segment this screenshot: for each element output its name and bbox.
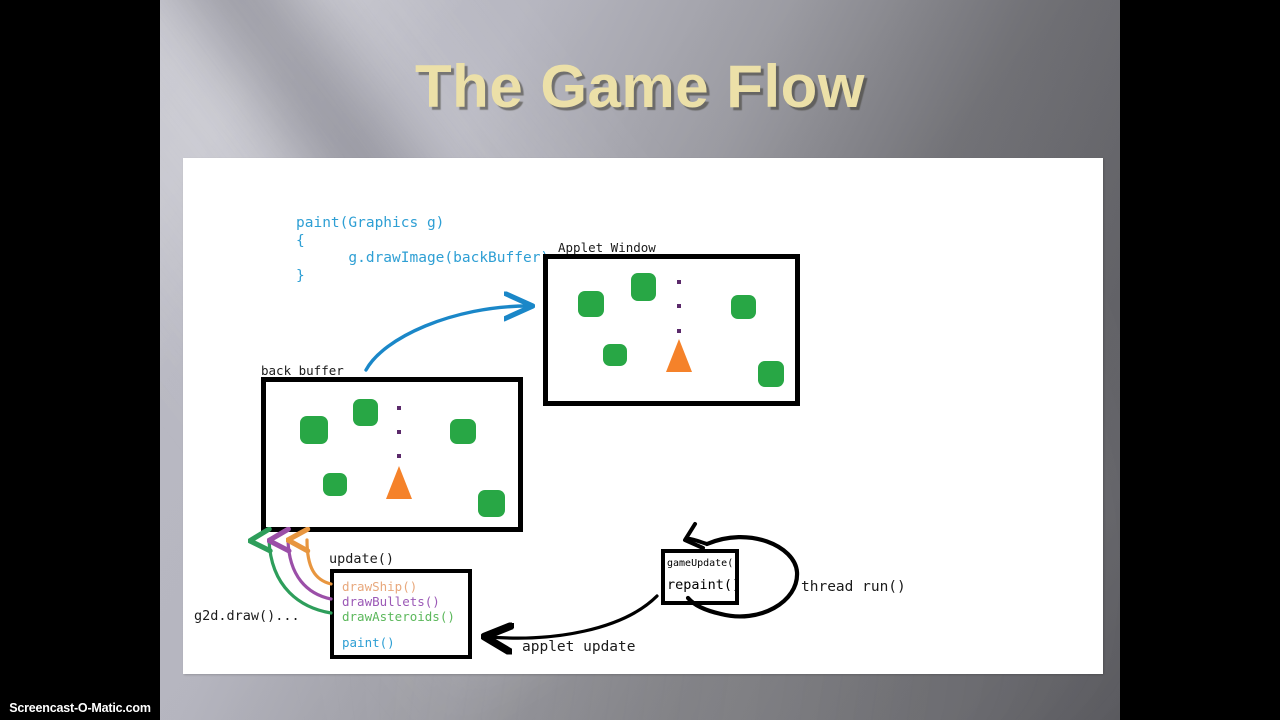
asteroid-shape xyxy=(353,399,378,426)
asteroid-shape xyxy=(758,361,784,387)
applet-update-arrow xyxy=(489,594,659,638)
asteroid-shape xyxy=(731,295,756,319)
update-line-spacer xyxy=(342,624,468,635)
back-buffer-canvas xyxy=(261,377,523,532)
bullet-shape xyxy=(397,454,401,458)
applet-update-label: applet update xyxy=(522,639,636,655)
asteroid-shape xyxy=(450,419,476,444)
thread-run-label: thread run() xyxy=(801,579,906,595)
paint-method-code: paint(Graphics g) { g.drawImage(backBuff… xyxy=(296,215,558,284)
back-buffer-to-applet-arrow xyxy=(364,306,528,372)
asteroid-shape xyxy=(603,344,627,366)
asteroid-shape xyxy=(578,291,604,317)
ship-shape xyxy=(666,339,692,372)
draw-asteroids-arrow xyxy=(269,540,333,615)
draw-bullets-arrow xyxy=(288,540,333,601)
repaint-line: repaint() xyxy=(667,577,739,593)
bullet-shape xyxy=(397,406,401,410)
slide-content-panel: paint(Graphics g) { g.drawImage(backBuff… xyxy=(183,158,1103,674)
presentation-slide: The Game Flow paint(Graphics g) { g.draw… xyxy=(160,0,1120,720)
thread-run-loop-entry xyxy=(684,536,709,546)
game-update-line: gameUpdate() xyxy=(667,558,739,569)
asteroid-shape xyxy=(631,273,656,301)
thread-run-arrowhead xyxy=(683,522,705,550)
game-update-box: gameUpdate() repaint() xyxy=(661,549,739,605)
draw-ship-arrow xyxy=(307,540,333,586)
slide-title: The Game Flow xyxy=(415,53,865,120)
asteroid-shape xyxy=(478,490,505,517)
g2d-draw-label: g2d.draw()... xyxy=(194,608,300,624)
asteroid-shape xyxy=(300,416,328,444)
applet-window-label: Applet Window xyxy=(558,240,656,255)
bullet-shape xyxy=(677,280,681,284)
screencast-watermark: Screencast-O-Matic.com xyxy=(0,695,160,720)
update-block-label: update() xyxy=(329,551,395,567)
ship-shape xyxy=(386,466,412,499)
update-line-draw-bullets: drawBullets() xyxy=(342,594,440,609)
bullet-shape xyxy=(397,430,401,434)
applet-window-canvas xyxy=(543,254,800,406)
back-buffer-label: back buffer xyxy=(261,363,344,378)
update-line-draw-ship: drawShip() xyxy=(342,579,418,594)
update-line-paint: paint() xyxy=(342,635,395,650)
update-block-box: drawShip() drawBullets() drawAsteroids()… xyxy=(330,569,472,659)
bullet-shape xyxy=(677,304,681,308)
bullet-shape xyxy=(677,329,681,333)
asteroid-shape xyxy=(323,473,347,496)
update-line-draw-asteroids: drawAsteroids() xyxy=(342,609,455,624)
